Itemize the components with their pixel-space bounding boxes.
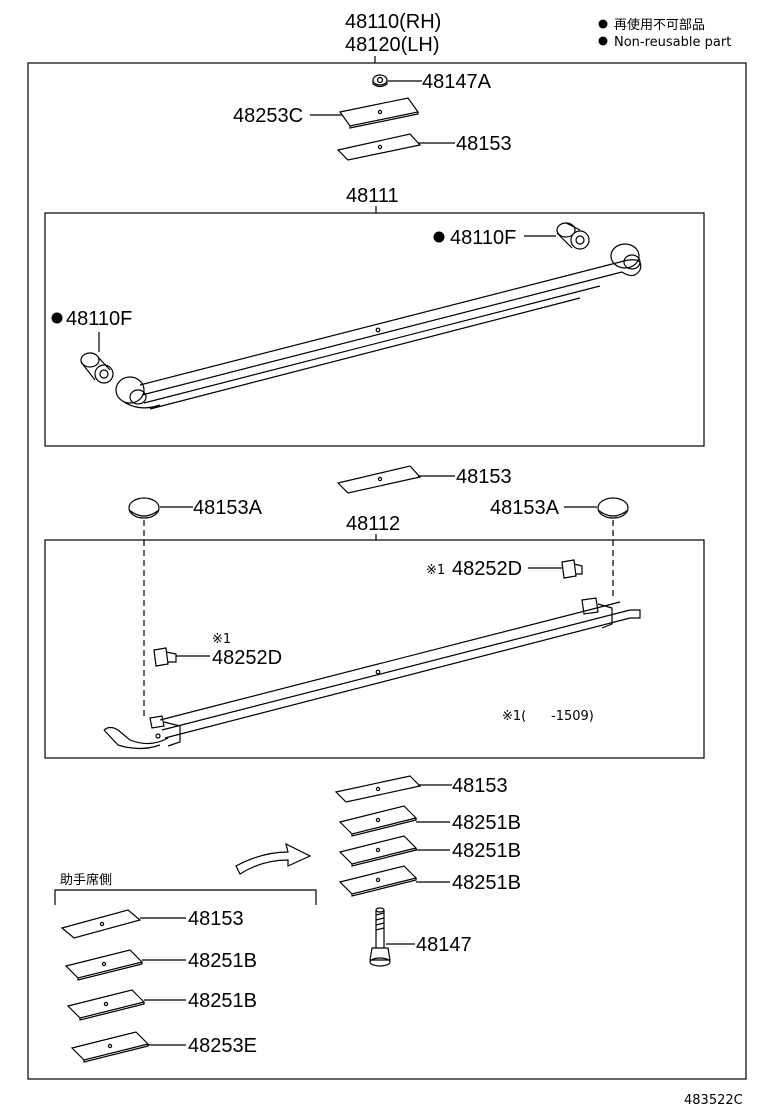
- part-number-rh: 48110(RH): [345, 11, 441, 33]
- label-48147A: 48147A: [422, 71, 492, 93]
- plate-icon: [338, 835, 418, 867]
- label-48251B-inset-1: 48251B: [188, 950, 257, 972]
- plate-icon: [338, 865, 418, 897]
- mark-1-right: ※1: [426, 563, 445, 578]
- label-48153A-left: 48153A: [193, 497, 263, 519]
- cap-icon: [597, 497, 629, 519]
- label-48153A-right: 48153A: [490, 497, 560, 519]
- label-48251B-inset-2: 48251B: [188, 990, 257, 1012]
- leaf-spring-icon: [115, 243, 642, 410]
- clip-icon: [561, 559, 583, 579]
- label-48252D-left: 48252D: [212, 647, 282, 669]
- label-48153-mid: 48153: [456, 466, 512, 488]
- leaf-spring-48111-box: [44, 212, 705, 447]
- non-reusable-dot-icon: [598, 36, 608, 46]
- mark-1-left: ※1: [212, 632, 231, 647]
- cap-icon: [128, 497, 160, 519]
- bushing-icon: [556, 222, 590, 250]
- part-number-lh: 48120(LH): [345, 34, 440, 56]
- outer-frame: [27, 62, 747, 1080]
- label-48112: 48112: [346, 513, 400, 535]
- plate-icon: [66, 989, 146, 1021]
- non-reusable-dot-icon: [51, 312, 63, 324]
- label-48253E: 48253E: [188, 1035, 257, 1057]
- label-48153-lower: 48153: [452, 775, 508, 797]
- label-48147: 48147: [416, 934, 472, 956]
- label-48253C: 48253C: [233, 105, 303, 127]
- label-48110F-right: 48110F: [450, 227, 516, 249]
- figure-id: 483522C: [684, 1093, 743, 1108]
- plate-icon: [336, 133, 422, 161]
- label-48251B-3: 48251B: [452, 872, 521, 894]
- footnote-1: ※1( -1509): [502, 709, 594, 724]
- arrow-icon: [235, 842, 312, 875]
- non-reusable-dot-icon: [433, 231, 445, 243]
- label-48153-top: 48153: [456, 133, 512, 155]
- clip-icon: [153, 647, 177, 667]
- nut-icon: [372, 74, 388, 88]
- plate-icon: [336, 465, 422, 494]
- plate-icon: [64, 949, 144, 981]
- legend-japanese: 再使用不可部品: [614, 17, 705, 33]
- plate-icon: [60, 909, 142, 939]
- label-48251B-1: 48251B: [452, 812, 521, 834]
- label-48251B-2: 48251B: [452, 840, 521, 862]
- plate-icon: [70, 1031, 150, 1063]
- label-48110F-left: 48110F: [66, 308, 132, 330]
- leaf-spring-48112-box: [44, 539, 705, 759]
- plate-icon: [338, 97, 420, 129]
- leaf-spring-icon: [103, 597, 641, 750]
- legend-english: Non-reusable part: [614, 35, 731, 50]
- non-reusable-dot-icon: [598, 19, 608, 29]
- bushing-icon: [80, 352, 114, 384]
- label-48153-inset: 48153: [188, 908, 244, 930]
- label-48111: 48111: [346, 185, 399, 207]
- inset-title: 助手席側: [60, 872, 112, 888]
- plate-icon: [334, 775, 422, 803]
- label-48252D-right: 48252D: [452, 558, 522, 580]
- plate-icon: [338, 805, 418, 837]
- bolt-icon: [369, 907, 391, 967]
